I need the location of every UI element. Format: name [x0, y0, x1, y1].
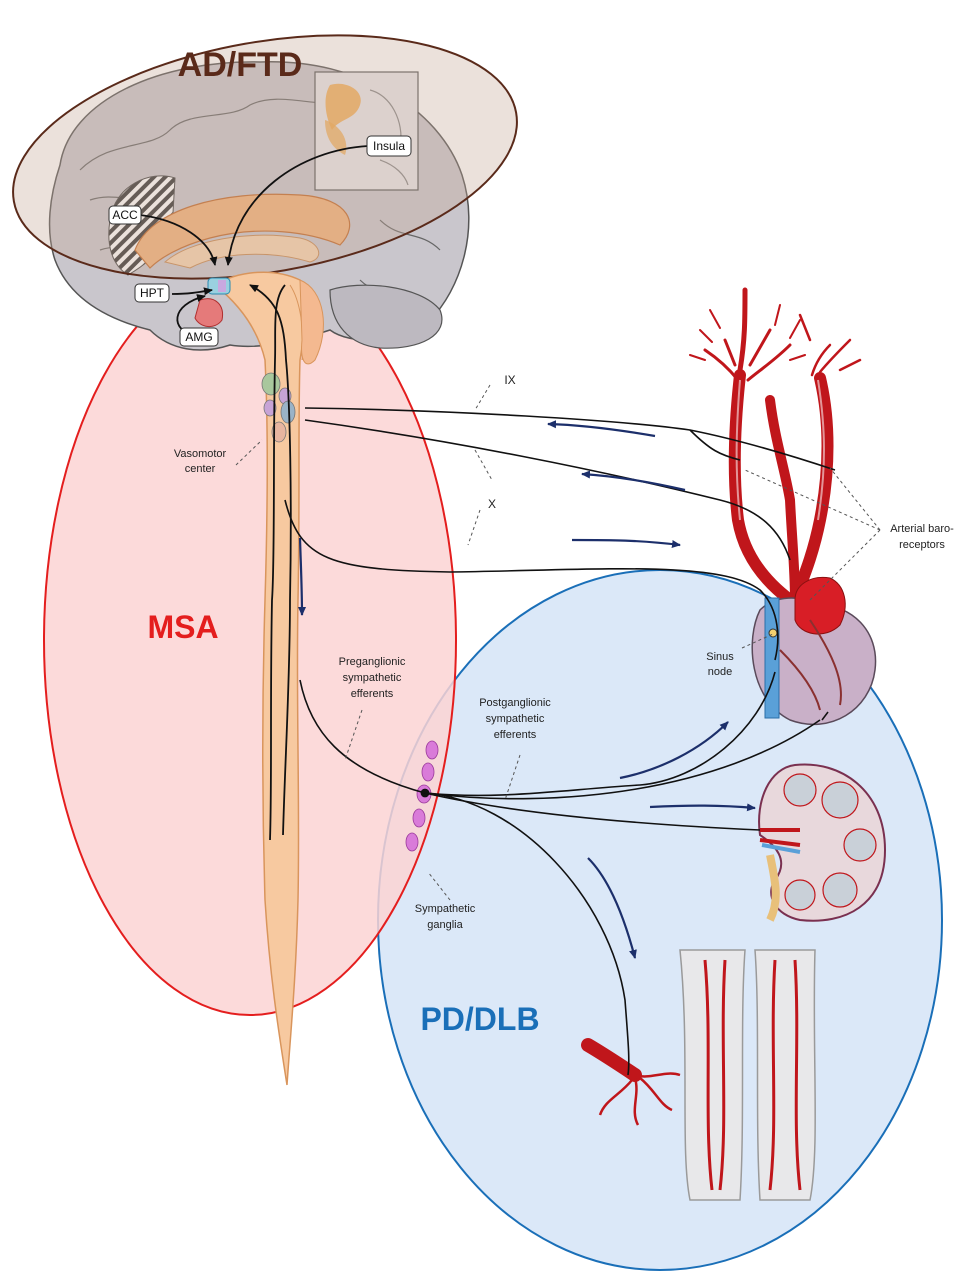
hpt-label-box: HPT: [135, 284, 169, 302]
msa-title: MSA: [147, 609, 218, 645]
preganglionic-label-line2: sympathetic: [343, 672, 402, 684]
acc-label: ACC: [112, 208, 138, 222]
insula-label-box: Insula: [367, 136, 411, 156]
nerve-ix-label: IX: [504, 373, 515, 387]
ganglia-label-line2: ganglia: [427, 919, 463, 931]
baroreceptor-label-line1: Arterial baro-: [890, 523, 954, 535]
baroreceptor-label-line2: receptors: [899, 539, 945, 551]
pd-dlb-title: PD/DLB: [420, 1001, 539, 1037]
sinus-node-label-line2: node: [708, 666, 732, 678]
amg-label-box: AMG: [180, 328, 218, 346]
postganglionic-label-line3: efferents: [494, 729, 537, 741]
vasomotor-label-line1: Vasomotor: [174, 448, 227, 460]
nerve-x-label: X: [488, 497, 496, 511]
acc-label-box: ACC: [109, 206, 141, 224]
hpt-label: HPT: [140, 286, 165, 300]
msa-region: [44, 265, 456, 1015]
sinus-node-label-line1: Sinus: [706, 651, 734, 663]
insula-label: Insula: [373, 139, 405, 153]
postganglionic-label-line1: Postganglionic: [479, 697, 551, 709]
amg-label: AMG: [185, 330, 212, 344]
postganglionic-label-line2: sympathetic: [486, 713, 545, 725]
arterial-tree: [690, 290, 860, 600]
preganglionic-label-line3: efferents: [351, 688, 394, 700]
ad-ftd-title: AD/FTD: [178, 46, 303, 84]
heart-illustration: [752, 577, 875, 724]
ganglia-label-line1: Sympathetic: [415, 903, 476, 915]
vasomotor-label-line2: center: [185, 463, 216, 475]
preganglionic-label-line1: Preganglionic: [339, 656, 406, 668]
